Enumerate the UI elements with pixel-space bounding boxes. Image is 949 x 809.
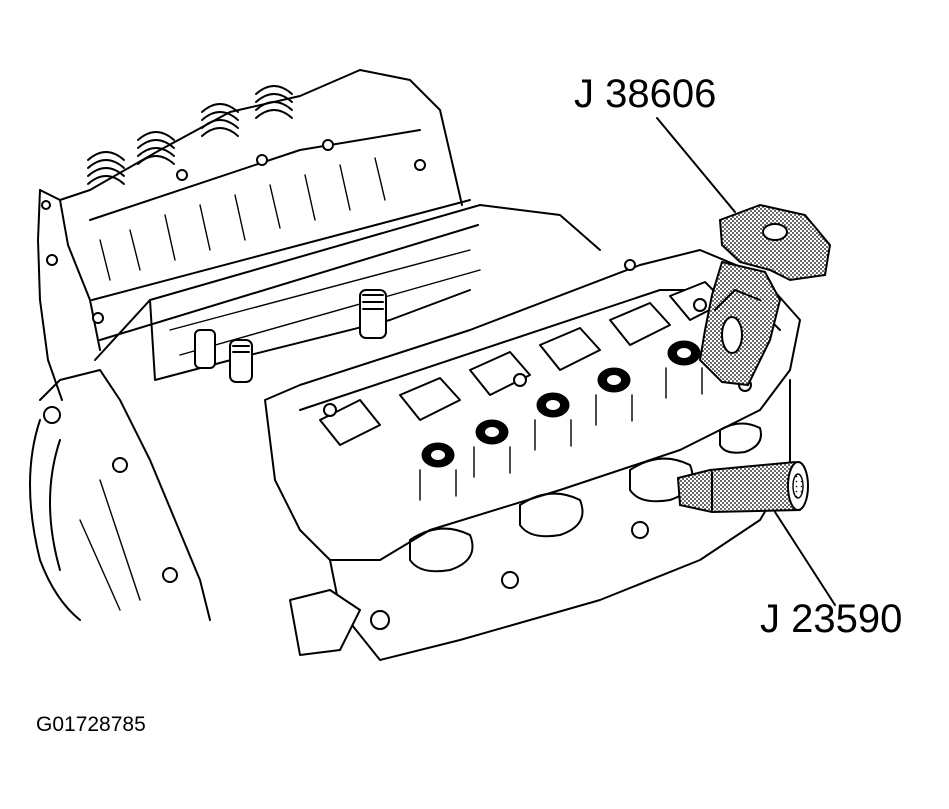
far-cylinder-head bbox=[37, 69, 479, 401]
rocker-arms bbox=[319, 281, 726, 446]
front-cover bbox=[29, 369, 211, 621]
valve-spring-retainers bbox=[421, 340, 701, 468]
leader-line-j23590 bbox=[774, 511, 836, 606]
far-valve-springs bbox=[87, 85, 293, 185]
tool-j23590 bbox=[676, 460, 809, 514]
head-bolt-holes bbox=[323, 259, 752, 417]
lifter-valley bbox=[94, 204, 601, 383]
valve-springs bbox=[419, 367, 703, 501]
leader-line-j38606 bbox=[656, 117, 736, 213]
figure-id: G01728785 bbox=[36, 713, 146, 736]
far-head-bolts bbox=[41, 139, 426, 324]
label-j23590: J 23590 bbox=[760, 597, 903, 641]
tool-j38606 bbox=[698, 203, 832, 387]
exhaust-ports bbox=[289, 379, 791, 661]
label-j38606: J 38606 bbox=[574, 72, 717, 116]
